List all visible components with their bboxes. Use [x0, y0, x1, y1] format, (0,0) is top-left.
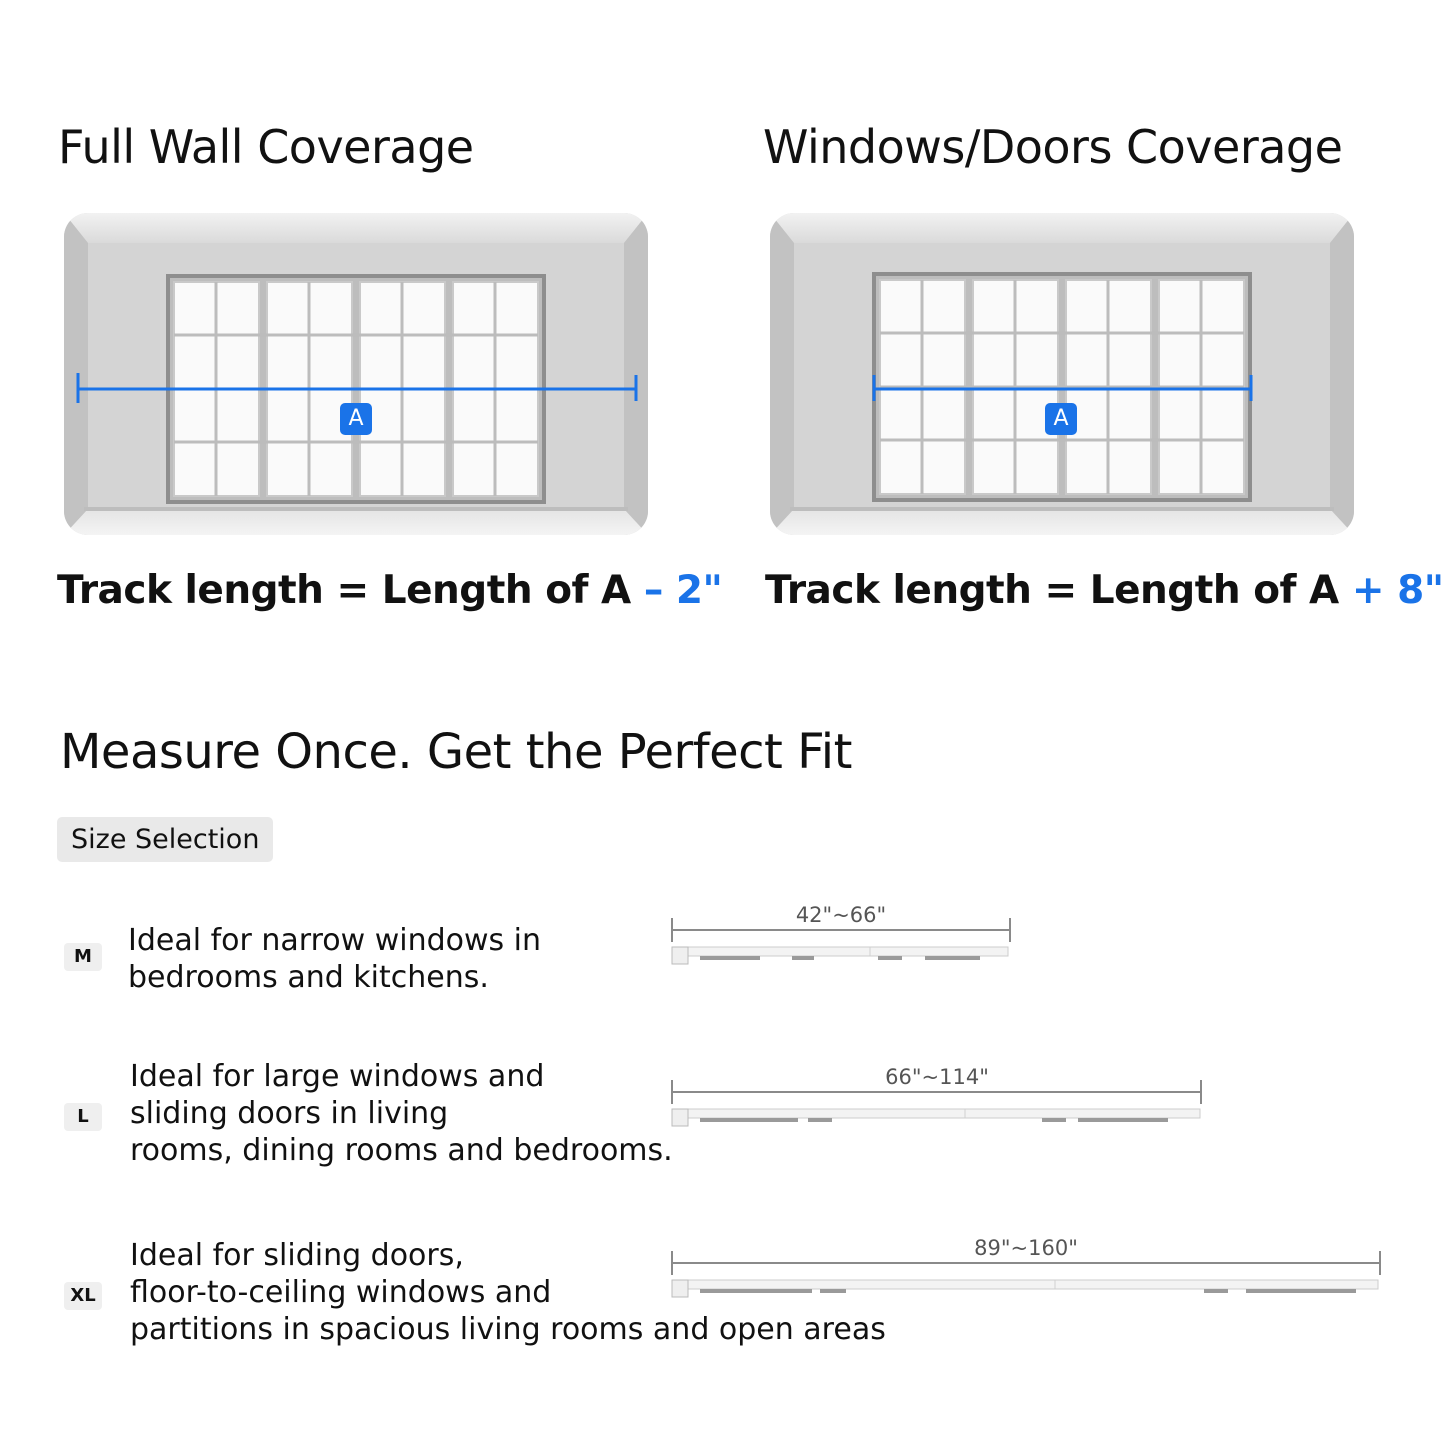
desc-line: partitions in spacious living rooms and …	[130, 1312, 886, 1347]
windows-doors-formula: Track length = Length of A + 8"	[765, 568, 1444, 613]
size-tag-l: L	[64, 1103, 102, 1131]
marker-a-badge: A	[1053, 406, 1069, 431]
size-tag-xl: XL	[64, 1282, 102, 1310]
desc-line: sliding doors in living	[130, 1096, 449, 1131]
desc-line: bedrooms and kitchens.	[128, 960, 489, 995]
size-selection-chip: Size Selection	[57, 817, 274, 862]
size-l-range-label: 66"~114"	[885, 1065, 989, 1089]
windows-doors-title: Windows/Doors Coverage	[763, 120, 1343, 174]
size-xl-description: Ideal for sliding doors, floor-to-ceilin…	[130, 1237, 886, 1348]
size-tag-m: M	[64, 943, 102, 971]
formula-delta: – 2"	[643, 568, 723, 613]
formula-text: Track length = Length of A	[765, 568, 1352, 613]
size-l-track-image	[670, 1078, 1204, 1132]
measure-headline: Measure Once. Get the Perfect Fit	[60, 724, 852, 780]
desc-line: Ideal for narrow windows in	[128, 923, 542, 958]
full-wall-title: Full Wall Coverage	[58, 120, 474, 174]
full-wall-formula: Track length = Length of A – 2"	[57, 568, 723, 613]
windows-doors-room-image: A	[770, 213, 1354, 535]
size-xl-range-label: 89"~160"	[974, 1236, 1078, 1260]
formula-delta: + 8"	[1351, 568, 1444, 613]
desc-line: Ideal for sliding doors,	[130, 1238, 464, 1273]
desc-line: rooms, dining rooms and bedrooms.	[130, 1133, 673, 1168]
full-wall-room-image: A	[64, 213, 648, 535]
marker-a-badge: A	[348, 406, 364, 431]
size-m-track-image	[670, 916, 1012, 970]
size-xl-track-image	[670, 1249, 1382, 1303]
formula-text: Track length = Length of A	[57, 568, 644, 613]
size-m-description: Ideal for narrow windows in bedrooms and…	[128, 922, 541, 996]
size-m-range-label: 42"~66"	[795, 903, 887, 927]
desc-line: floor-to-ceiling windows and	[130, 1275, 552, 1310]
size-l-description: Ideal for large windows and sliding door…	[130, 1058, 673, 1169]
desc-line: Ideal for large windows and	[130, 1059, 545, 1094]
